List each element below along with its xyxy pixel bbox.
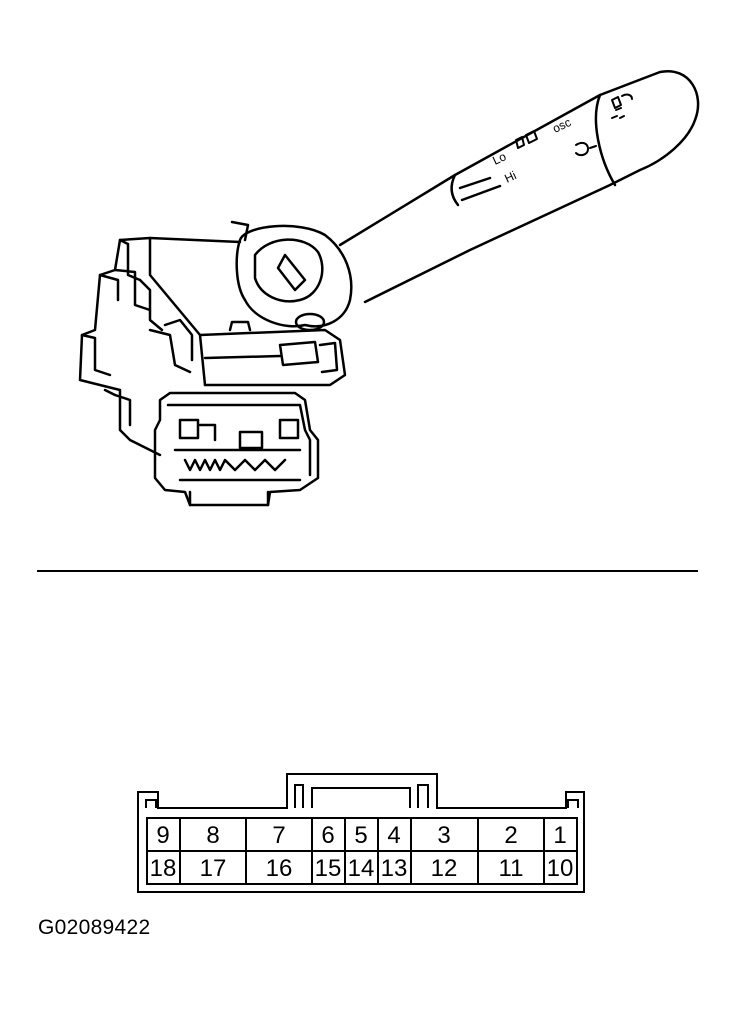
pin-12: 12	[431, 855, 458, 882]
pin-14: 14	[348, 855, 375, 882]
pin-13: 13	[381, 855, 408, 882]
lever-arm	[338, 69, 700, 304]
lever-markings: Lo Hi osc	[490, 115, 573, 186]
pin-8: 8	[206, 822, 219, 849]
pin-10: 10	[547, 855, 574, 882]
headlamp-icon	[515, 130, 538, 149]
latch-tab-left	[145, 799, 157, 808]
pin-5: 5	[354, 822, 367, 849]
hi-marking: Hi	[502, 168, 518, 185]
pin-9: 9	[156, 822, 169, 849]
pin-16: 16	[266, 855, 293, 882]
connector-plug	[153, 391, 320, 507]
connector-pinout: 9 8 7 6 5 4 3 2 1 18 17 16 15 14 13 12 1…	[137, 773, 585, 893]
combination-switch-illustration: Lo Hi osc	[78, 69, 700, 507]
pin-4: 4	[387, 822, 400, 849]
section-divider	[37, 570, 698, 572]
washer-icon	[611, 93, 633, 109]
pin-11: 11	[499, 855, 524, 882]
pin-17: 17	[200, 855, 227, 882]
switch-housing	[78, 236, 347, 457]
osc-marking: osc	[550, 115, 573, 136]
fog-icon	[611, 107, 625, 119]
pin-6: 6	[321, 822, 334, 849]
figure-id-label: G02089422	[38, 916, 151, 939]
pin-7: 7	[272, 822, 285, 849]
pin-2: 2	[504, 822, 517, 849]
connector-key	[294, 784, 429, 808]
lo-marking: Lo	[490, 149, 508, 167]
pin-15: 15	[315, 855, 342, 882]
connector-outline	[137, 773, 585, 893]
pin-1: 1	[553, 822, 566, 849]
pin-grid	[146, 817, 578, 885]
switch-head	[230, 220, 353, 332]
headlamp-symbols	[515, 93, 633, 157]
beam-icon	[575, 141, 597, 157]
pin-3: 3	[437, 822, 450, 849]
latch-tab-right	[567, 799, 579, 808]
pin-18: 18	[150, 855, 177, 882]
